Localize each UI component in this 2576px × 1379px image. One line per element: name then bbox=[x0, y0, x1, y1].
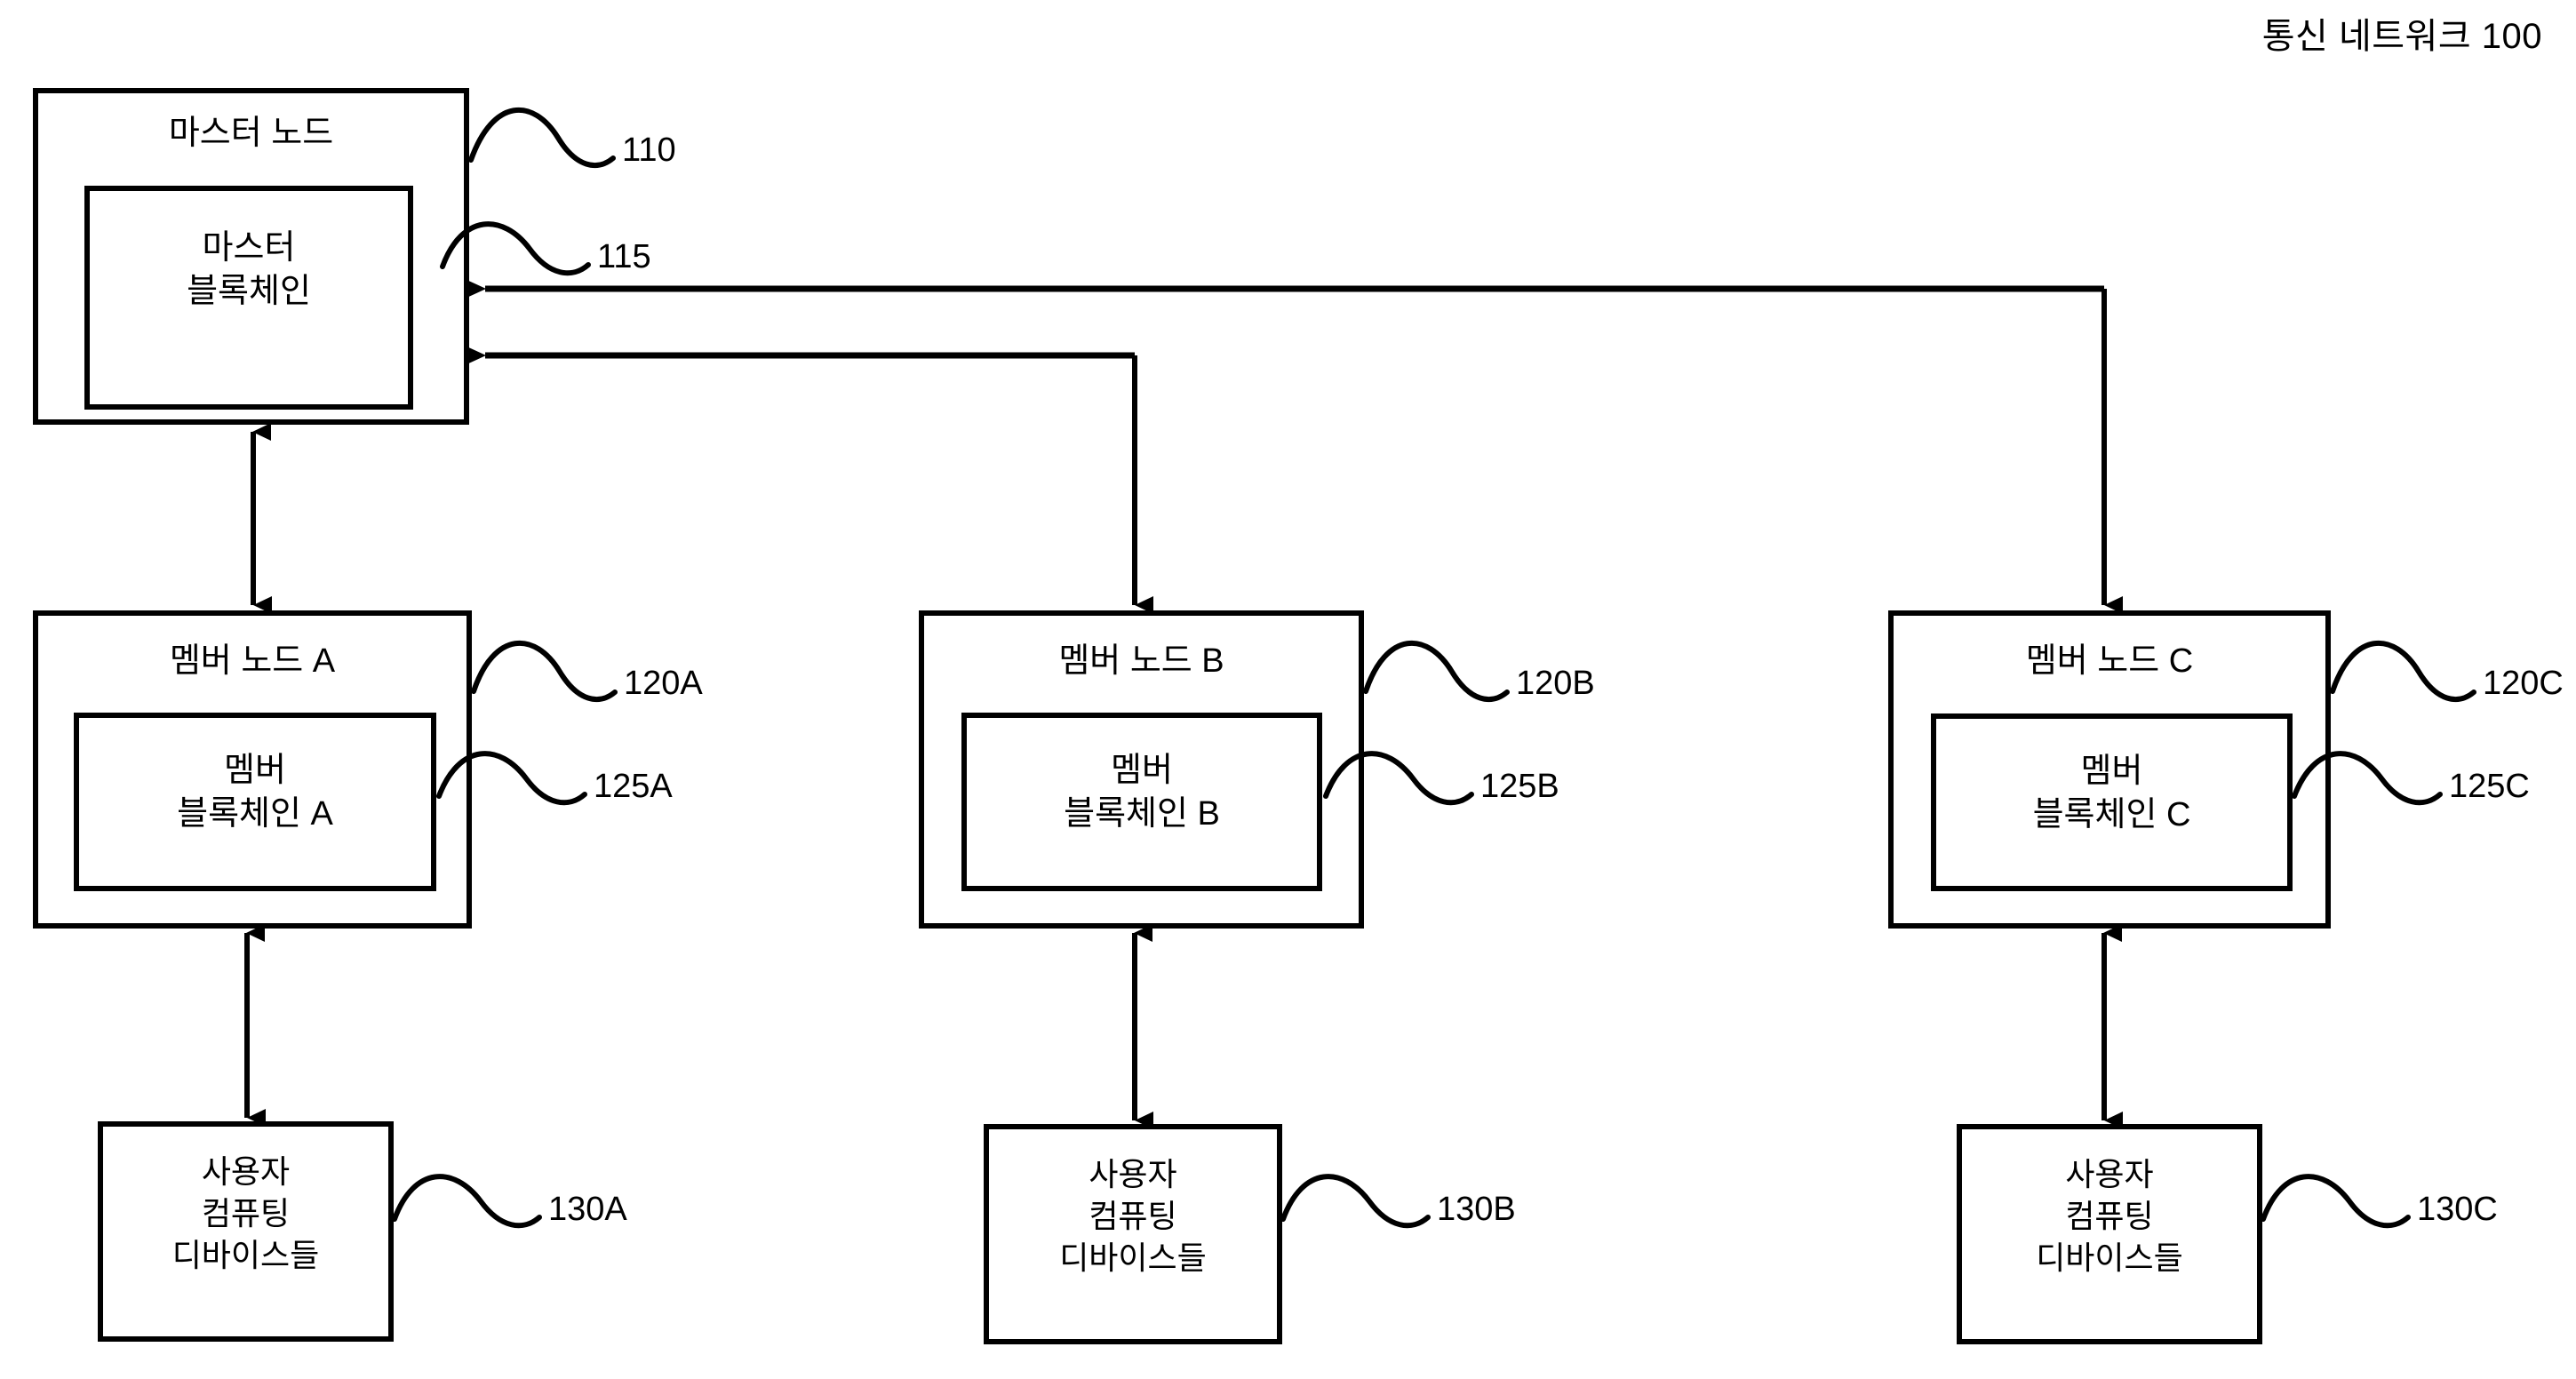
leader-line-130c bbox=[2261, 1174, 2411, 1229]
ref-label-120a: 120A bbox=[624, 665, 703, 702]
user-devices-b-line3: 디바이스들 bbox=[1059, 1239, 1207, 1276]
leader-line-120b bbox=[1363, 640, 1510, 702]
master-blockchain-line2: 블록체인 bbox=[187, 272, 311, 310]
user-devices-a-label: 사용자 컴퓨팅 디바이스들 bbox=[100, 1152, 391, 1276]
leader-line-120a bbox=[471, 640, 618, 702]
member-blockchain-b-line2: 블록체인 B bbox=[1064, 794, 1220, 833]
member-blockchain-a-line2: 블록체인 A bbox=[177, 794, 333, 833]
user-devices-a-line3: 디바이스들 bbox=[171, 1236, 320, 1273]
member-blockchain-b-line1: 멤버 bbox=[1111, 752, 1173, 789]
member-node-b-title: 멤버 노드 B bbox=[1058, 642, 1224, 680]
user-devices-b-line2: 컴퓨팅 bbox=[1089, 1197, 1177, 1234]
leader-line-125b bbox=[1323, 751, 1474, 806]
member-blockchain-a-line1: 멤버 bbox=[224, 752, 286, 789]
member-node-c-title: 멤버 노드 C bbox=[2025, 642, 2194, 680]
member-blockchain-c-line1: 멤버 bbox=[2080, 753, 2143, 790]
ref-label-125a: 125A bbox=[594, 768, 673, 805]
ref-label-120b: 120B bbox=[1516, 665, 1595, 702]
ref-label-130c: 130C bbox=[2417, 1191, 2498, 1228]
ref-label-115: 115 bbox=[597, 238, 651, 275]
member-blockchain-b-box[interactable] bbox=[961, 713, 1322, 891]
master-node-title: 마스터 노드 bbox=[168, 115, 334, 152]
leader-line-120c bbox=[2330, 640, 2476, 702]
ref-label-110: 110 bbox=[622, 132, 676, 169]
leader-line-130b bbox=[1280, 1174, 1431, 1229]
user-devices-a-line2: 컴퓨팅 bbox=[201, 1194, 291, 1232]
leader-line-115 bbox=[440, 221, 591, 276]
member-blockchain-c-line2: 블록체인 C bbox=[2032, 795, 2191, 833]
leader-line-125a bbox=[436, 751, 587, 806]
user-devices-c-line1: 사용자 bbox=[2065, 1156, 2154, 1192]
member-blockchain-c-label: 멤버 블록체인 C bbox=[1934, 750, 2290, 836]
user-devices-c-line2: 컴퓨팅 bbox=[2065, 1197, 2154, 1234]
leader-line-110 bbox=[468, 107, 616, 168]
ref-label-125b: 125B bbox=[1480, 768, 1559, 805]
master-node-box[interactable] bbox=[33, 88, 469, 425]
figure-title: 통신 네트워크 100 bbox=[2261, 17, 2542, 56]
user-devices-a-box[interactable] bbox=[98, 1121, 394, 1342]
leader-line-130a bbox=[392, 1174, 542, 1229]
ref-label-120c: 120C bbox=[2483, 665, 2564, 702]
member-blockchain-c-box[interactable] bbox=[1931, 713, 2293, 891]
master-blockchain-box[interactable] bbox=[84, 186, 413, 410]
member-blockchain-a-box[interactable] bbox=[74, 713, 436, 891]
user-devices-b-line1: 사용자 bbox=[1089, 1156, 1177, 1192]
member-blockchain-b-label: 멤버 블록체인 B bbox=[964, 749, 1320, 835]
user-devices-a-line1: 사용자 bbox=[201, 1153, 291, 1190]
ref-label-130b: 130B bbox=[1437, 1191, 1516, 1228]
ref-label-125c: 125C bbox=[2449, 768, 2530, 805]
member-blockchain-a-label: 멤버 블록체인 A bbox=[76, 749, 434, 835]
ref-label-130a: 130A bbox=[548, 1191, 627, 1228]
leader-line-125c bbox=[2292, 751, 2443, 806]
member-node-a-title: 멤버 노드 A bbox=[169, 642, 336, 680]
master-blockchain-label: 마스터 블록체인 bbox=[87, 227, 411, 313]
user-devices-b-box[interactable] bbox=[984, 1124, 1282, 1344]
user-devices-c-label: 사용자 컴퓨팅 디바이스들 bbox=[1959, 1154, 2260, 1279]
master-blockchain-line1: 마스터 bbox=[202, 229, 296, 267]
user-devices-c-line3: 디바이스들 bbox=[2036, 1239, 2183, 1276]
user-devices-b-label: 사용자 컴퓨팅 디바이스들 bbox=[986, 1154, 1280, 1279]
